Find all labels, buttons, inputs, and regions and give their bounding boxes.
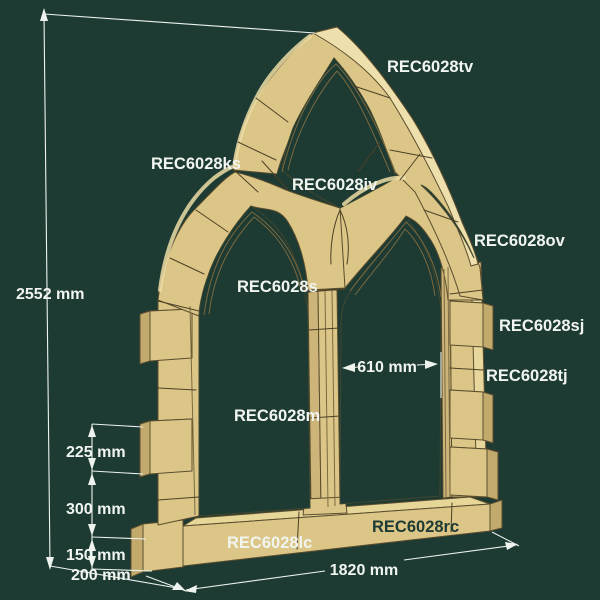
label-rec6028lc: REC6028lc bbox=[227, 534, 312, 552]
dimension-lines bbox=[40, 8, 520, 593]
dimension-overall-height: 2552 mm bbox=[16, 286, 85, 303]
right-arch-gap bbox=[420, 184, 475, 259]
label-rec6028tv: REC6028tv bbox=[387, 58, 474, 76]
label-rec6028rc: REC6028rc bbox=[372, 518, 459, 536]
dimension-sill-height: 150 mm bbox=[66, 547, 126, 564]
dimension-light-width: 610 mm bbox=[357, 359, 417, 376]
tracery-spandrel-gap bbox=[281, 57, 397, 209]
left-jamb bbox=[139, 299, 200, 526]
label-rec6028ks: REC6028ks bbox=[151, 155, 241, 173]
label-rec6028ov: REC6028ov bbox=[474, 232, 566, 250]
label-rec6028m: REC6028m bbox=[234, 407, 320, 425]
dimension-course-300: 300 mm bbox=[66, 501, 126, 518]
label-rec6028iv: REC6028iv bbox=[292, 176, 378, 194]
label-rec6028s: REC6028s bbox=[237, 278, 318, 296]
dimension-overall-width: 1820 mm bbox=[330, 562, 399, 579]
left-light-opening bbox=[198, 205, 311, 517]
label-rec6028sj: REC6028sj bbox=[499, 317, 584, 335]
dimension-course-225: 225 mm bbox=[66, 444, 126, 461]
dimension-depth: 200 mm bbox=[71, 567, 131, 584]
label-rec6028tj: REC6028tj bbox=[486, 367, 568, 385]
stonework bbox=[130, 26, 503, 578]
